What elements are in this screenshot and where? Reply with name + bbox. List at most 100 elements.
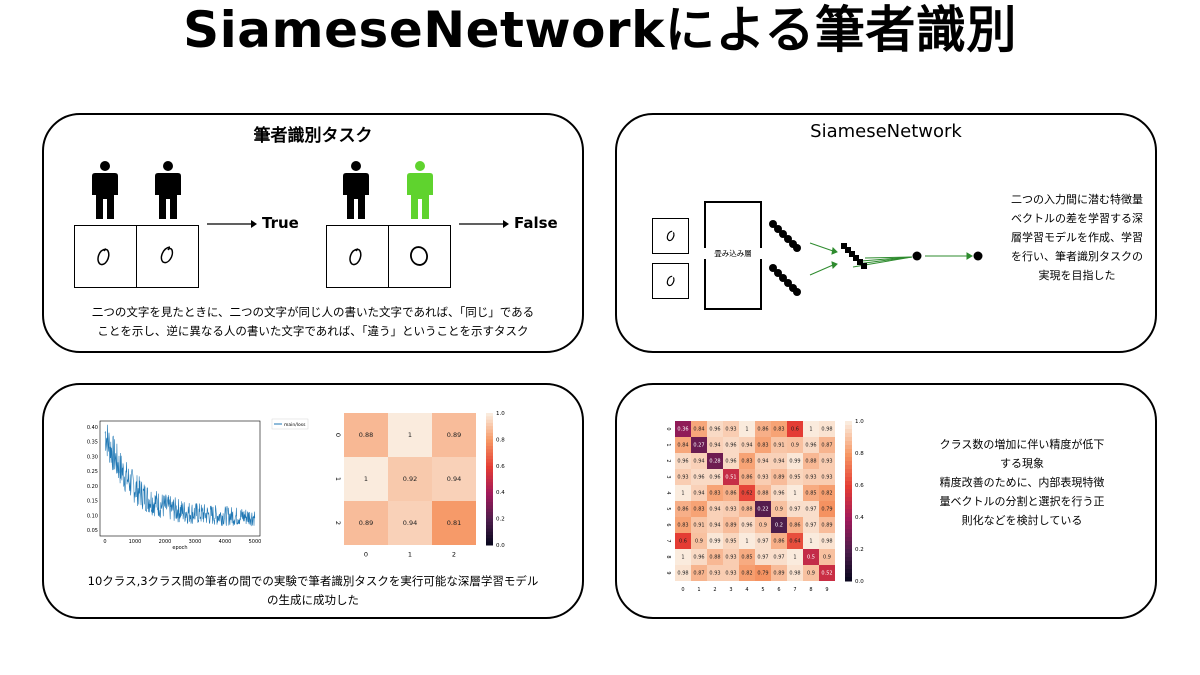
colorbar-segment	[486, 422, 493, 427]
heatmap-cell	[388, 457, 432, 501]
loss-y-tick: 0.05	[87, 528, 98, 534]
heatmap-value: 0.83	[741, 459, 752, 465]
heatmap-cell	[819, 517, 835, 533]
heatmap-col-label: 2	[452, 551, 456, 559]
digit-box	[326, 225, 389, 288]
heatmap-value: 0.83	[757, 443, 768, 449]
heatmap-cell	[707, 453, 723, 469]
heatmap-cell	[675, 501, 691, 517]
loss-y-tick: 0.25	[87, 469, 98, 475]
colorbar-segment	[845, 565, 852, 570]
heatmap-value: 0.52	[821, 571, 832, 577]
heatmap-col-label: 5	[761, 587, 764, 593]
colorbar-segment	[845, 537, 852, 542]
heatmap-value: 0.93	[725, 555, 736, 561]
heatmap-cell	[803, 501, 819, 517]
loss-x-tick: 0	[103, 539, 106, 545]
loss-x-tick: 5000	[249, 539, 262, 545]
heatmap-value: 0.99	[709, 539, 720, 545]
network-desc-line: 層学習モデルを作成、学習	[1011, 231, 1143, 244]
conv-layer-label: 畳み込み層	[704, 248, 762, 259]
heatmap-value: 1	[809, 539, 812, 545]
heatmap-value: 0.97	[773, 555, 784, 561]
colorbar-segment	[845, 545, 852, 550]
heatmap-value: 0.84	[693, 427, 704, 433]
heatmap-cell	[803, 549, 819, 565]
heatmap-cell	[819, 437, 835, 453]
heatmap-value: 1	[408, 431, 412, 439]
colorbar-segment	[486, 528, 493, 533]
heatmap-cell	[755, 517, 771, 533]
heatmap-value: 0.87	[821, 443, 832, 449]
heatmap-value: 0.98	[821, 539, 832, 545]
heatmap-cell	[755, 485, 771, 501]
person-icon	[343, 161, 369, 219]
network-desc-line: ベクトルの差を学習する深	[1011, 212, 1143, 225]
heatmap-cell	[739, 549, 755, 565]
colorbar-segment	[486, 416, 493, 421]
loss-chart-frame	[99, 420, 261, 537]
heatmap-cell	[344, 501, 388, 545]
future-description: クラス数の増加に伴い精度が低下 する現象 精度改善のために、内部表現特徴 量ベク…	[917, 435, 1127, 530]
heatmap-cell	[771, 437, 787, 453]
colorbar-segment	[845, 429, 852, 434]
heatmap-value: 0.86	[757, 427, 768, 433]
network-panel: SiameseNetwork 畳み込み層 二つの入力間に潜む特徴量 ベクトルの差…	[615, 113, 1157, 353]
heatmap-value: 0.9	[775, 507, 783, 513]
heatmap-cell	[771, 453, 787, 469]
heatmap-cell	[819, 469, 835, 485]
loss-x-tick: 4000	[219, 539, 232, 545]
heatmap-value: 0.97	[805, 507, 816, 513]
heatmap-value: 0.9	[791, 443, 799, 449]
heatmap-cell	[755, 469, 771, 485]
colorbar-segment	[845, 529, 852, 534]
heatmap-cell	[819, 453, 835, 469]
heatmap-value: 1	[745, 427, 748, 433]
heatmap-cell	[787, 485, 803, 501]
colorbar-segment	[845, 445, 852, 450]
colorbar-segment	[486, 538, 493, 543]
heatmap-value: 0.89	[447, 431, 461, 439]
colorbar-segment	[486, 541, 493, 546]
heatmap-cell	[723, 453, 739, 469]
heatmap-value: 0.9	[823, 555, 831, 561]
colorbar-segment	[486, 502, 493, 506]
colorbar-tick: 0.0	[855, 579, 864, 585]
colorbar-tick: 0.2	[855, 547, 864, 553]
heatmap-cell	[707, 437, 723, 453]
colorbar-segment	[486, 498, 493, 503]
heatmap-cell	[691, 453, 707, 469]
colorbar-segment	[486, 508, 493, 513]
colorbar-segment	[845, 561, 852, 566]
colorbar-segment	[486, 488, 493, 493]
colorbar-segment	[845, 569, 852, 574]
loss-x-tick: 1000	[129, 539, 142, 545]
heatmap-col-label: 1	[697, 587, 700, 593]
digit-box	[136, 225, 199, 288]
colorbar-segment	[845, 497, 852, 502]
colorbar-segment	[486, 485, 493, 490]
task-panel: 筆者識別タスク True False 二つの文字を見たときに、二つの文字が同じ人…	[42, 113, 584, 353]
heatmap-value: 0.86	[789, 523, 800, 529]
colorbar-segment	[486, 439, 493, 444]
heatmap-cell	[819, 421, 835, 437]
colorbar-segment	[845, 517, 852, 522]
heatmap-cell	[723, 437, 739, 453]
handwritten-zero-icon	[666, 275, 675, 287]
heatmap-value: 0.96	[693, 555, 704, 561]
colorbar-tick: 0.4	[496, 490, 505, 496]
colorbar-segment	[486, 419, 493, 424]
heatmap-value: 0.82	[741, 571, 752, 577]
colorbar	[845, 421, 852, 582]
colorbar-segment	[486, 442, 493, 447]
heatmap-cell	[432, 501, 476, 545]
loss-x-label: epoch	[172, 545, 187, 551]
heatmap-value: 0.89	[773, 571, 784, 577]
handwritten-zero-icon	[97, 248, 110, 266]
colorbar-segment	[486, 472, 493, 477]
task-caption-line-1: 二つの文字を見たときに、二つの文字が同じ人の書いた文字であれば、「同じ」である	[91, 305, 535, 319]
heatmap-cell	[691, 501, 707, 517]
heatmap-col-label: 8	[809, 587, 812, 593]
